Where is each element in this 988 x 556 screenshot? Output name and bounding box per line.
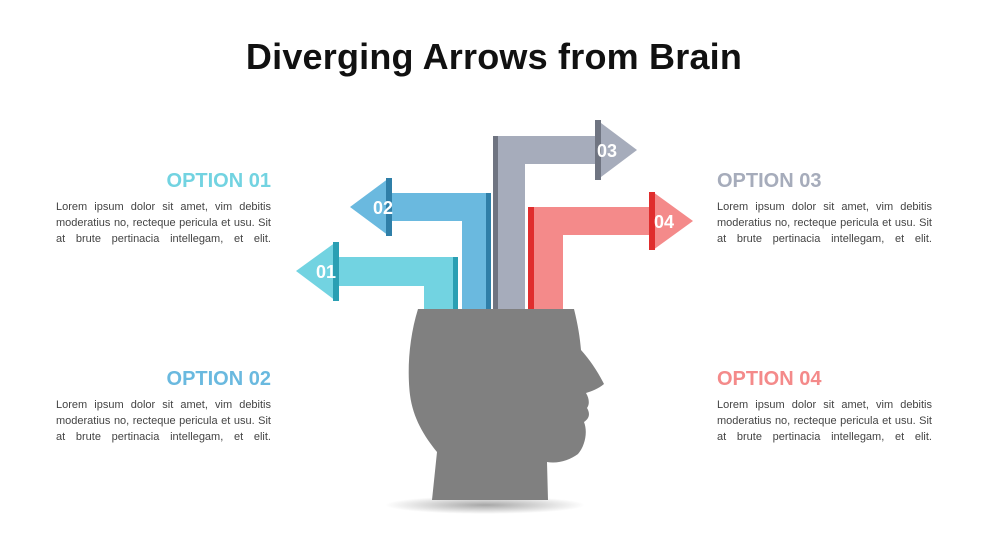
option-04-block: OPTION 04 Lorem ipsum dolor sit amet, vi… [717, 368, 932, 445]
option-02-block: OPTION 02 Lorem ipsum dolor sit amet, vi… [56, 368, 271, 445]
arrow-03-edge [493, 136, 498, 312]
option-04-body: Lorem ipsum dolor sit amet, vim debitis … [717, 399, 932, 443]
arrow-04-edge [528, 207, 534, 312]
arrow-02-edge [486, 193, 491, 312]
arrow-04-label: 04 [654, 212, 674, 232]
arrow-03-band [595, 120, 601, 180]
arrow-02-shape [350, 178, 490, 312]
arrow-01-edge [453, 257, 458, 312]
arrow-03-shape [497, 120, 637, 312]
option-01-heading: OPTION 01 [166, 170, 271, 192]
arrow-03: 03 [493, 120, 637, 312]
option-02-heading: OPTION 02 [166, 368, 271, 390]
arrow-04: 04 [528, 192, 693, 312]
head-silhouette-icon [408, 309, 604, 500]
arrow-02-label: 02 [373, 198, 393, 218]
option-03-body: Lorem ipsum dolor sit amet, vim debitis … [717, 201, 932, 245]
arrow-04-shape [533, 192, 693, 312]
arrow-01-band [333, 242, 339, 301]
arrow-04-band [649, 192, 655, 250]
head-shadow [385, 496, 585, 514]
arrow-02: 02 [350, 178, 491, 312]
page-title: Diverging Arrows from Brain [245, 36, 743, 77]
arrow-01: 01 [296, 242, 458, 312]
option-04-heading: OPTION 04 [717, 368, 822, 390]
option-02-body: Lorem ipsum dolor sit amet, vim debitis … [56, 399, 271, 443]
arrow-03-label: 03 [597, 141, 617, 161]
arrow-02-band [386, 178, 392, 236]
option-01-body: Lorem ipsum dolor sit amet, vim debitis … [56, 201, 271, 245]
arrow-01-label: 01 [316, 262, 336, 282]
option-03-heading: OPTION 03 [717, 170, 822, 192]
option-03-block: OPTION 03 Lorem ipsum dolor sit amet, vi… [717, 170, 932, 247]
option-01-block: OPTION 01 Lorem ipsum dolor sit amet, vi… [56, 170, 271, 247]
